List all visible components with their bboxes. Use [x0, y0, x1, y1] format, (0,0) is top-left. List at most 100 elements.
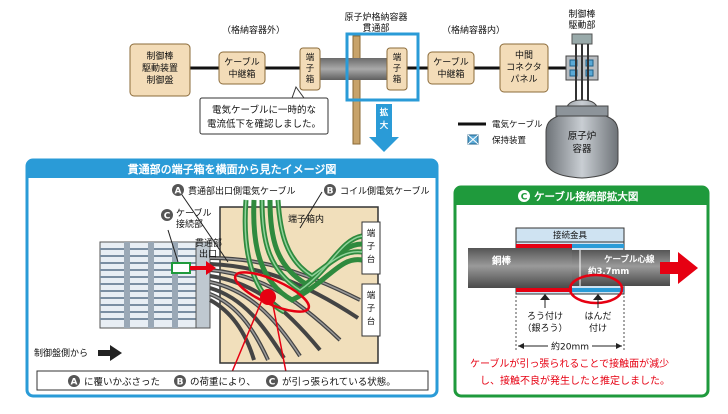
right-panel-header: [455, 187, 708, 205]
right-contact-ellipse: [568, 273, 624, 305]
caption-marker-b: [174, 375, 186, 387]
label-a: 貫通部出口側電気ケーブル: [188, 185, 295, 197]
legend-holder-label: 保持装置: [492, 135, 527, 146]
marker-b-circle: [324, 184, 336, 196]
holder-icon-2: [585, 59, 594, 67]
left-panel: 貫通部の端子箱を横面から見たイメージ図 端子箱内 端 子 台 端 子 台: [25, 158, 439, 398]
box-relay-left: [218, 51, 266, 85]
box-connector-panel: [499, 43, 549, 93]
label-core-dim: 約3.7mm: [588, 266, 629, 277]
marker-a-circle: [172, 184, 184, 196]
box-control-line3: 制御盤: [146, 74, 173, 86]
top-schematic: （格納容器外） 原子炉格納容器 貫通部 （格納容器内） 制御棒 駆動部 制御棒 …: [129, 8, 619, 179]
label-brazing-line2: （銀ろう）: [522, 322, 567, 334]
left-panel-title: 貫通部の端子箱を横面から見たイメージ図: [128, 162, 337, 176]
relay-left-line2: 中継箱: [228, 68, 255, 80]
leader-c: [167, 229, 179, 263]
terminal-1-c1: 端: [367, 228, 376, 239]
solder-pointer-head: [593, 294, 603, 300]
label-c-line2: 接続部: [176, 218, 203, 230]
terminal-left-c1: 端: [306, 52, 315, 63]
terminal-1-c3: 台: [367, 254, 376, 265]
label-b: コイル側電気ケーブル: [340, 185, 429, 197]
label-c-line1: ケーブル: [176, 207, 211, 219]
dim-label-bg: [548, 340, 592, 352]
brazing-pointer-head: [540, 294, 550, 300]
marker-c-circle: [161, 209, 173, 221]
box-control-panel: [129, 43, 191, 97]
right-panel: C ケーブル接続部拡大図 接続金具 銅棒 ケーブル心線 約3.7mm ろう付け …: [453, 185, 710, 398]
marker-a-text: A: [175, 187, 182, 197]
caption-text-2: の荷重により、: [190, 376, 256, 388]
label-solder-line2: 付け: [589, 323, 607, 334]
zoom-arrow: 拡 大: [369, 104, 399, 152]
right-panel-title: ケーブル接続部拡大図: [534, 190, 638, 203]
connector-line2: コネクタ: [506, 62, 542, 73]
caption-box: [36, 370, 429, 391]
terminal-1-c2: 子: [367, 242, 376, 252]
terminal-block-2: [361, 283, 381, 337]
zoom-highlight-box: [345, 32, 420, 102]
cable-core: [572, 250, 670, 286]
connector-line3: パネル: [510, 74, 537, 85]
terminal-left-c3: 箱: [306, 74, 315, 85]
leader-a: [179, 191, 229, 263]
terminal-right-c2: 子: [393, 64, 402, 74]
caption-marker-b-text: B: [177, 378, 184, 388]
right-pull-arrow-shaft: [660, 262, 680, 274]
box-control-line2: 駆動装置: [142, 62, 178, 74]
label-exit-line1: 貫通部: [195, 237, 222, 249]
label-penetration-line2: 貫通部: [362, 22, 389, 34]
relay-left-line1: ケーブル: [224, 56, 259, 68]
leader-red-2: [271, 299, 287, 373]
terminal-left-c2: 子: [306, 64, 315, 74]
caption-marker-a: [68, 375, 80, 387]
terminal-right-c1: 端: [393, 52, 402, 63]
terminal-2-c1: 端: [367, 290, 376, 301]
left-panel-header: [27, 160, 437, 178]
box-relay-right: [427, 51, 475, 85]
label-solder-line1: はんだ: [584, 311, 611, 322]
dim-arrow-left: [518, 343, 524, 349]
label-exit-line2: 出口: [199, 248, 217, 260]
label-penetration-line1: 原子炉格納容器: [344, 11, 407, 23]
relay-right-line1: ケーブル: [433, 56, 468, 68]
zoom-label-1: 拡: [380, 107, 389, 118]
label-brazing-line1: ろう付け: [527, 311, 563, 322]
right-marker-c-circle: [518, 190, 530, 202]
right-note-line1: ケーブルが引っ張られることで接触面が減少: [470, 357, 669, 370]
label-from-panel: 制御盤側から: [34, 347, 88, 359]
legend-cable-label: 電気ケーブル: [492, 119, 543, 130]
copper-rod: [468, 248, 572, 288]
marker-b-text: B: [327, 187, 334, 197]
leader-b: [299, 191, 323, 229]
label-drive-line1: 制御棒: [568, 8, 595, 20]
box-terminal-right: [386, 47, 408, 91]
box-control-line1: 制御棒: [146, 50, 173, 62]
connector-line1: 中間: [515, 49, 533, 61]
note-line2: 電流低下を確認しました。: [207, 118, 321, 130]
note-line1: 電気ケーブルに一時的な: [212, 104, 316, 116]
caption-marker-c: [266, 375, 278, 387]
label-copper: 銅棒: [492, 255, 512, 267]
reactor-line2: 容器: [572, 143, 592, 155]
right-marker-c-text: C: [521, 193, 528, 203]
caption-text-3: が引っ張られている状態。: [282, 376, 396, 388]
caption-marker-c-text: C: [269, 378, 276, 388]
drive-mechanism: [565, 33, 599, 108]
label-length: 約20mm: [551, 341, 589, 353]
zoom-label-2: 大: [380, 120, 389, 131]
legend-holder-icon: [467, 134, 479, 145]
label-inside-containment: （格納容器内）: [442, 24, 505, 36]
label-core: ケーブル心線: [604, 254, 655, 265]
terminal-right-c3: 箱: [393, 74, 402, 85]
dim-arrow-right: [616, 343, 622, 349]
label-outside-containment: （格納容器外）: [222, 24, 285, 36]
from-panel-arrow-shaft: [98, 350, 110, 356]
leader-red-1: [231, 299, 263, 373]
penetration-pipe-side: [99, 241, 211, 329]
pull-arrow-head: [206, 261, 216, 275]
solder-bottom: [572, 288, 624, 292]
cable-connection-box: [171, 262, 191, 274]
